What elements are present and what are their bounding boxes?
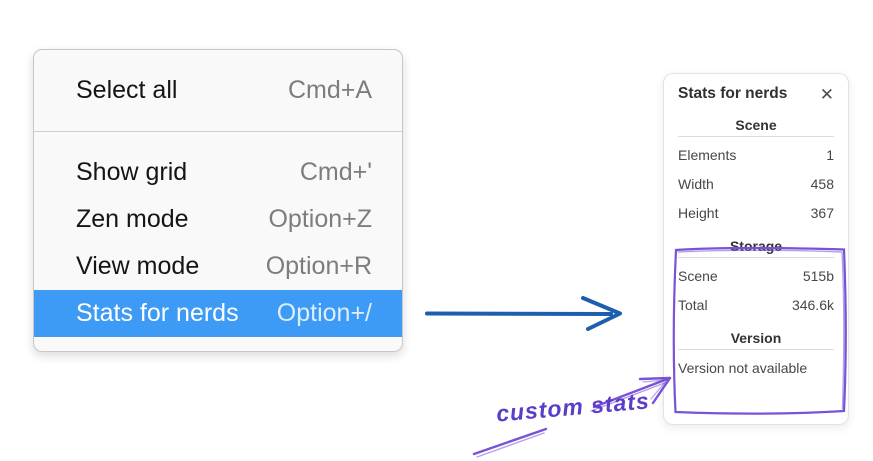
menu-item-label: Select all [76, 76, 178, 104]
section-divider [678, 136, 834, 137]
menu-item-label: Stats for nerds [76, 299, 239, 327]
stat-row-height: Height 367 [678, 199, 834, 228]
menu-item-zen-mode[interactable]: Zen mode Option+Z [34, 196, 402, 243]
stat-row-width: Width 458 [678, 170, 834, 199]
menu-item-label: Show grid [76, 158, 188, 186]
menu-item-label: View mode [76, 252, 200, 280]
stat-row-scene-storage: Scene 515b [678, 262, 834, 291]
close-icon[interactable]: ✕ [819, 84, 834, 104]
menu-item-shortcut: Option+R [265, 252, 372, 280]
stat-label: Height [678, 205, 719, 221]
stat-label: Scene [678, 268, 718, 284]
menu-item-view-mode[interactable]: View mode Option+R [34, 243, 402, 290]
flow-arrow-icon [425, 296, 622, 331]
menu-item-select-all[interactable]: Select all Cmd+A [34, 67, 402, 114]
stat-row-elements: Elements 1 [678, 141, 834, 170]
stat-value: 346.6k [791, 297, 834, 313]
stats-panel-header: Stats for nerds ✕ [678, 85, 834, 103]
menu-divider [34, 131, 402, 132]
section-divider [678, 349, 834, 350]
context-menu: Select all Cmd+A Show grid Cmd+' Zen mod… [33, 49, 403, 352]
menu-item-label: Zen mode [76, 205, 189, 233]
menu-item-stats-for-nerds[interactable]: Stats for nerds Option+/ [34, 290, 402, 337]
stat-label: Total [678, 297, 708, 313]
stat-value: 515b [802, 268, 834, 284]
stat-row-total-storage: Total 346.6k [678, 291, 834, 320]
stat-value: 367 [810, 205, 834, 221]
context-menu-section: Select all Cmd+A [34, 50, 402, 131]
section-divider [678, 257, 834, 258]
menu-item-shortcut: Cmd+A [287, 76, 372, 104]
stat-value: 1 [826, 147, 834, 163]
stat-label: Width [678, 176, 714, 192]
menu-item-shortcut: Option+/ [276, 299, 372, 327]
menu-item-show-grid[interactable]: Show grid Cmd+' [34, 149, 402, 196]
section-header-scene: Scene [735, 117, 777, 133]
section-header-version: Version [730, 330, 782, 346]
annotation-box-icon [672, 246, 847, 415]
stat-label: Elements [678, 147, 737, 163]
menu-item-shortcut: Cmd+' [299, 158, 372, 186]
menu-item-shortcut: Option+Z [268, 205, 372, 233]
stat-value: 458 [810, 176, 834, 192]
annotation-arrow-icon [472, 376, 672, 458]
context-menu-section: Show grid Cmd+' Zen mode Option+Z View m… [34, 132, 402, 351]
version-note: Version not available [678, 360, 808, 376]
stats-panel-title: Stats for nerds [678, 85, 788, 102]
